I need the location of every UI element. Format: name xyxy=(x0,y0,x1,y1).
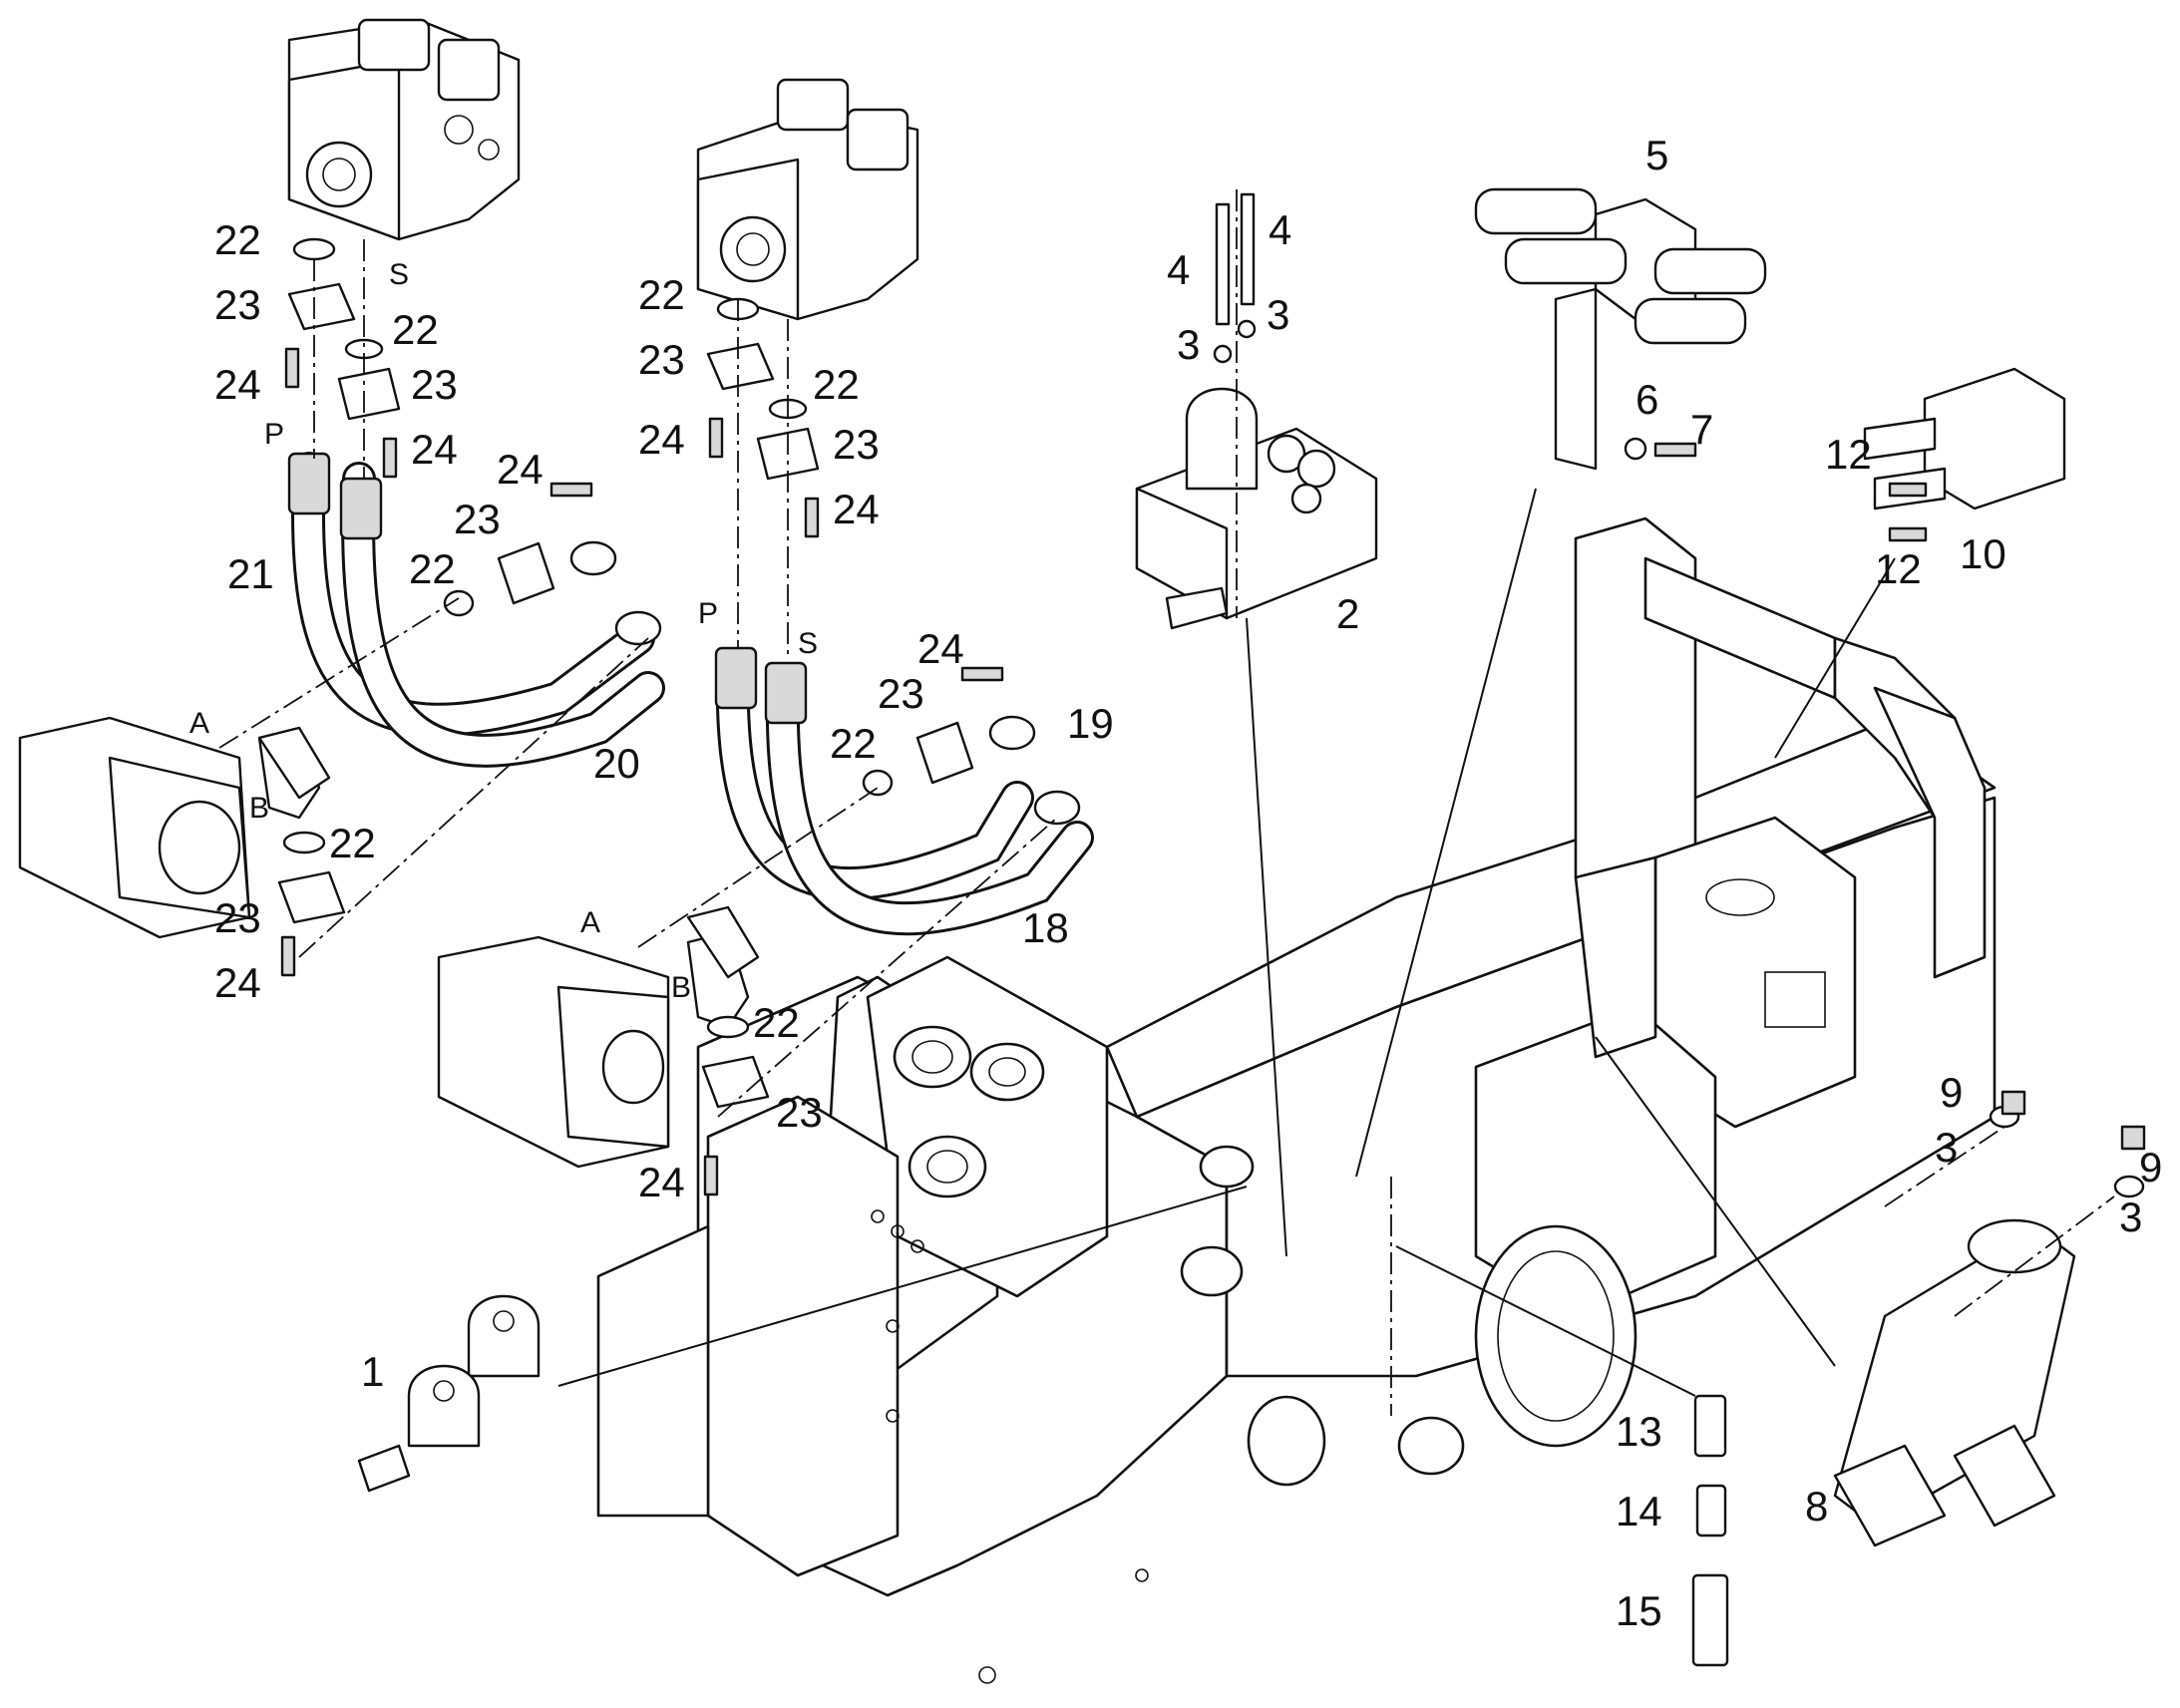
callout-23: 23 xyxy=(454,496,501,542)
callout-23: 23 xyxy=(776,1089,823,1136)
filter-assembly xyxy=(1833,1090,2146,1547)
callout-labels: 1 2 3 3 3 3 4 4 5 6 7 8 9 9 10 12 12 13 … xyxy=(214,132,2162,1634)
callout-22: 22 xyxy=(214,216,261,263)
callout-22: 22 xyxy=(813,361,860,408)
callout-4: 4 xyxy=(1269,206,1291,253)
callout-22: 22 xyxy=(830,720,877,767)
centerlines xyxy=(218,189,2115,1416)
port-label-s: S xyxy=(389,258,409,291)
callout-13: 13 xyxy=(1616,1408,1662,1455)
port-labels: P S A B P S A B xyxy=(189,258,818,1004)
hydraulic-pump-middle xyxy=(696,78,919,321)
callout-3: 3 xyxy=(1267,291,1289,338)
hydraulic-motor-left xyxy=(18,716,321,939)
port-label-a: A xyxy=(189,707,209,740)
callout-22: 22 xyxy=(409,545,456,592)
control-valve-block xyxy=(1135,192,1378,630)
callout-23: 23 xyxy=(638,336,685,383)
callout-6: 6 xyxy=(1635,376,1658,423)
callout-24: 24 xyxy=(497,446,544,493)
callout-4: 4 xyxy=(1167,246,1190,293)
callout-3: 3 xyxy=(1177,321,1200,368)
port-label-p: P xyxy=(264,418,284,451)
callout-23: 23 xyxy=(214,894,261,941)
clamp-assembly xyxy=(357,1294,541,1493)
hydraulic-motor-middle xyxy=(437,930,750,1169)
callout-10: 10 xyxy=(1960,530,2006,577)
callout-23: 23 xyxy=(833,421,880,468)
callout-24: 24 xyxy=(638,416,685,463)
port-label-s: S xyxy=(798,627,818,660)
solenoid-valve-assembly xyxy=(1474,187,1767,471)
callout-9: 9 xyxy=(1940,1069,1963,1116)
callout-21: 21 xyxy=(227,550,274,597)
callout-9: 9 xyxy=(2139,1144,2162,1191)
callout-22: 22 xyxy=(329,820,376,866)
port-label-p: P xyxy=(698,597,718,630)
callout-24: 24 xyxy=(214,361,261,408)
callout-19: 19 xyxy=(1067,700,1114,747)
callout-24: 24 xyxy=(833,486,880,532)
callout-20: 20 xyxy=(593,740,640,787)
hydraulic-pump-left xyxy=(287,18,521,241)
callout-8: 8 xyxy=(1805,1483,1828,1530)
port-label-a: A xyxy=(580,906,600,939)
hose-assemblies xyxy=(291,452,1094,936)
callout-12: 12 xyxy=(1825,431,1872,478)
callout-24: 24 xyxy=(214,959,261,1006)
callout-7: 7 xyxy=(1690,406,1713,453)
callout-14: 14 xyxy=(1616,1488,1662,1535)
flange-fittings xyxy=(257,237,1081,1109)
inline-fittings xyxy=(1691,1394,1729,1667)
callout-5: 5 xyxy=(1645,132,1668,178)
port-label-b: B xyxy=(671,971,691,1004)
callout-3: 3 xyxy=(1935,1124,1958,1171)
callout-12: 12 xyxy=(1875,545,1922,592)
valve-item-10 xyxy=(1863,367,2066,542)
callout-18: 18 xyxy=(1022,904,1069,951)
port-label-b: B xyxy=(249,792,269,825)
callout-24: 24 xyxy=(638,1159,685,1205)
leader-lines xyxy=(557,488,1896,1397)
callout-22: 22 xyxy=(753,999,800,1046)
callout-2: 2 xyxy=(1336,590,1359,637)
callout-1: 1 xyxy=(361,1348,384,1395)
callout-23: 23 xyxy=(214,281,261,328)
callout-22: 22 xyxy=(392,306,439,353)
callout-15: 15 xyxy=(1616,1587,1662,1634)
callout-24: 24 xyxy=(917,625,964,672)
callout-22: 22 xyxy=(638,271,685,318)
callout-24: 24 xyxy=(411,426,458,473)
callout-23: 23 xyxy=(878,670,924,717)
bolts xyxy=(280,347,1004,1196)
callout-3: 3 xyxy=(2119,1194,2142,1240)
callout-23: 23 xyxy=(411,361,458,408)
machine-frame xyxy=(596,516,1997,1684)
